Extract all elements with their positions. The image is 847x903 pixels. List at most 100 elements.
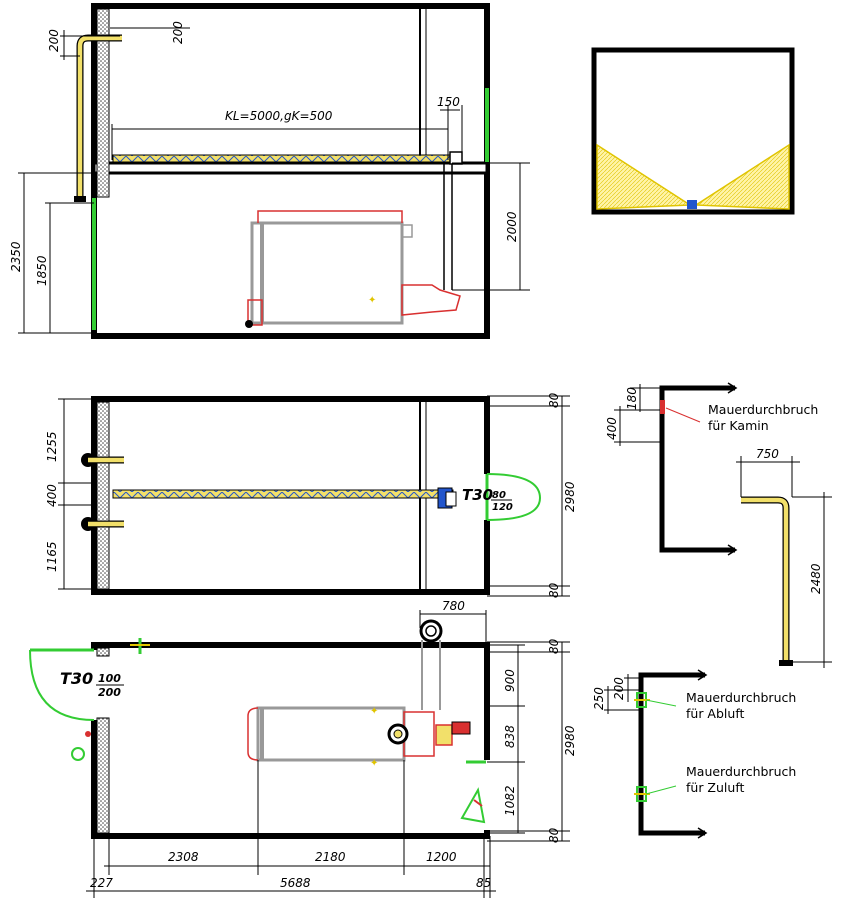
vent-abluft-label-1: Mauerdurchbruch [686,690,796,705]
upper-plan-dim-1165: 1165 [45,541,59,572]
upper-plan-door-swing [486,473,542,521]
upper-plan-screw [112,489,454,499]
section-dim-150: 150 [437,95,460,109]
lower-plan-boiler-front [247,707,259,761]
hopper-slope-left [596,143,693,210]
lower-plan-dim-2180: 2180 [315,850,346,864]
lower-plan-center-mark-b: ✦ [370,758,378,769]
section-dim-2000: 2000 [505,211,519,242]
lower-plan-wall [91,642,490,839]
lower-plan-dim-1200: 1200 [426,850,457,864]
pipe-detail-outline [741,496,790,662]
upper-plan-dim-400: 400 [45,484,59,507]
lower-plan-right-gap [482,760,492,830]
section-left-wall-hatch [96,8,110,198]
vent-abluft-label-2: für Abluft [686,706,744,721]
upper-plan-dim-2980: 2980 [563,481,577,512]
section-dim-2350: 2350 [9,241,23,272]
section-dim-kl: KL=5000,gK=500 [225,109,333,123]
vent-arrow-bottom [697,827,708,839]
section-boiler-top [257,210,403,223]
kamin-leader [665,407,701,423]
upper-plan-door-den: 120 [492,502,513,513]
section-dim-200a: 200 [47,29,61,52]
section-screw-end [449,151,463,165]
lower-plan-dim-1082: 1082 [503,785,517,816]
lower-plan-dim-lines [86,610,570,898]
kamin-dim-180: 180 [625,387,639,410]
upper-plan-left-hatch [96,401,110,590]
upper-plan-dim-80b: 80 [547,582,561,598]
section-floor-slab [92,161,489,175]
lower-plan-door-swing [29,649,95,721]
lower-plan-door-den: 200 [98,686,121,699]
pipe-detail-foot [779,660,793,666]
vent-zuluft-label-1: Mauerdurchbruch [686,764,796,779]
lower-plan-dim-80b: 80 [547,827,561,843]
upper-plan-door-num: 80 [492,490,506,501]
lower-plan-center-mark-a: ✦ [370,706,378,717]
lower-plan-burner-motor [451,721,471,735]
lower-plan-dim-2980: 2980 [563,725,577,756]
lower-plan: ✦ ✦ 780 900 838 10 [29,599,577,898]
vent-zuluft-leader [645,785,677,795]
lower-plan-door-num: 100 [98,672,121,685]
lower-plan-chimney-inner [425,625,437,637]
lower-plan-left-hatch-top [96,647,110,657]
lower-plan-dim-900: 900 [503,669,517,692]
pipe-detail: 750 2480 [736,447,832,668]
section-boiler-flue [401,224,413,238]
hopper-detail [591,47,795,215]
hopper-slope-right [693,143,790,210]
section-center-mark: ✦ [368,295,376,306]
lower-plan-door-gap [90,650,100,720]
kamin-arrow-top [727,382,738,394]
vent-abluft-leader [645,699,677,707]
lower-plan-vent-left [71,747,85,761]
section-boiler-ash [247,299,263,326]
lower-plan-dim-2308: 2308 [168,850,199,864]
section-pipe [77,35,122,198]
vent-dim-lines [604,674,640,714]
kamin-label-2: für Kamin [708,418,769,433]
lower-plan-door-t30: T30 [60,669,93,688]
kamin-detail: 180 400 Mauerdurchbruch für Kamin [605,382,818,556]
vent-zuluft-label-2: für Zuluft [686,780,744,795]
lower-plan-dim-780: 780 [442,599,465,613]
lower-plan-dim-227: 227 [90,876,113,890]
lower-plan-left-hatch [96,717,110,834]
upper-plan-dim-80a: 80 [547,392,561,408]
vent-wall [638,672,705,836]
section-dim-200b: 200 [171,21,185,44]
kamin-arrow-bottom [727,544,738,556]
kamin-dim-400: 400 [605,417,619,440]
upper-plan-motor-end [445,491,457,507]
upper-plan-dim-1255: 1255 [45,431,59,462]
vent-detail: 250 200 Mauerdurchbruch für Abluft Mauer… [592,669,796,839]
section-dim-lines [18,27,530,334]
vent-arrow-top [697,669,708,681]
hopper-auger [687,200,697,209]
section-burner [401,284,461,316]
lower-plan-boiler [256,706,406,762]
lower-plan-dim-5688: 5688 [280,876,311,890]
pipe-detail-pipe [741,497,789,662]
pipe-detail-dim-2480: 2480 [809,563,823,594]
section-dim-1850: 1850 [35,255,49,286]
lower-plan-vent-left-dot [85,731,91,737]
pipe-detail-dim-lines [736,456,832,668]
upper-plan: 1255 400 1165 2980 80 80 T30 80 120 [45,392,577,598]
vent-dim-200: 200 [612,677,626,700]
section-view: ✦ 200 200 KL=5000,gK=500 150 2000 2350 [9,3,530,339]
pipe-detail-dim-750: 750 [756,447,779,461]
kamin-opening [660,400,665,414]
lower-plan-flue-inner [393,729,403,739]
lower-plan-dim-85: 85 [476,876,491,890]
lower-plan-burner [435,724,453,746]
lower-plan-dim-838: 838 [503,725,517,748]
vent-dim-250: 250 [592,687,606,710]
section-boiler-foot [245,320,253,328]
section-screw-conveyor [112,154,454,163]
